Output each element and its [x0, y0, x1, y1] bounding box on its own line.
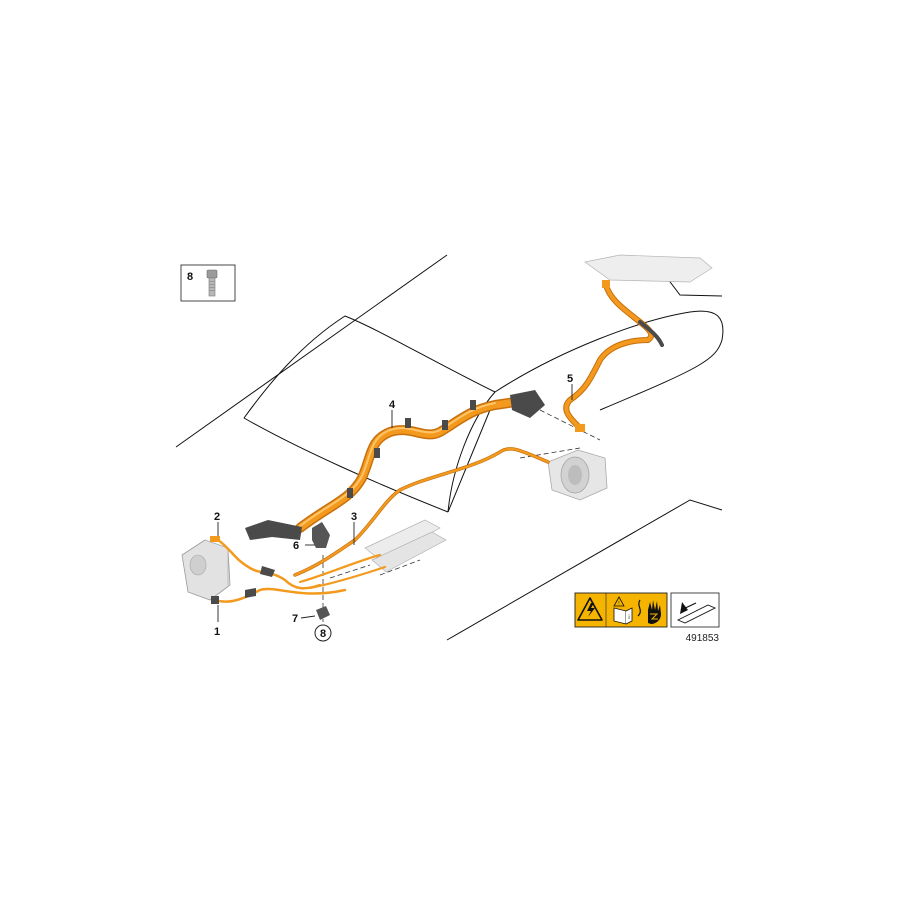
no-hands-danger-icon — [637, 599, 661, 624]
cable-1-2 — [210, 536, 347, 604]
bracket-6 — [312, 522, 330, 548]
legend-box-part-8: 8 — [180, 264, 236, 302]
connection-dashes — [322, 409, 606, 622]
callout-6: 6 — [293, 540, 299, 552]
arrow-reference-box — [670, 592, 720, 628]
leader-lines — [217, 384, 573, 622]
svg-text:!: ! — [618, 601, 619, 607]
callout-7: 7 — [292, 613, 298, 625]
callout-4: 4 — [389, 399, 396, 411]
component-left-unit — [181, 539, 231, 601]
cable-5 — [563, 280, 664, 432]
bolt-icon — [206, 269, 218, 297]
read-manual-icon: ! i — [613, 596, 633, 625]
cable-3 — [293, 447, 550, 590]
component-underbody-rail — [364, 519, 447, 573]
callout-3: 3 — [351, 511, 357, 523]
svg-text:8: 8 — [320, 628, 326, 640]
figure-number: 491853 — [686, 633, 720, 644]
bracket-7 — [316, 606, 330, 620]
svg-text:i: i — [628, 615, 629, 621]
cable-4-harness — [245, 390, 545, 540]
component-top-unit — [584, 254, 713, 283]
warning-panel: ! i — [574, 592, 668, 628]
car-body-outline — [175, 254, 724, 641]
callout-8-circled: 8 — [314, 624, 332, 642]
legend-part-number: 8 — [187, 271, 193, 283]
high-voltage-warning-icon — [577, 597, 603, 621]
callout-2: 2 — [214, 511, 220, 523]
callout-5: 5 — [567, 373, 573, 385]
callout-1: 1 — [214, 626, 220, 638]
component-charger-unit — [547, 449, 608, 501]
arrow-reference-icon — [676, 602, 717, 624]
